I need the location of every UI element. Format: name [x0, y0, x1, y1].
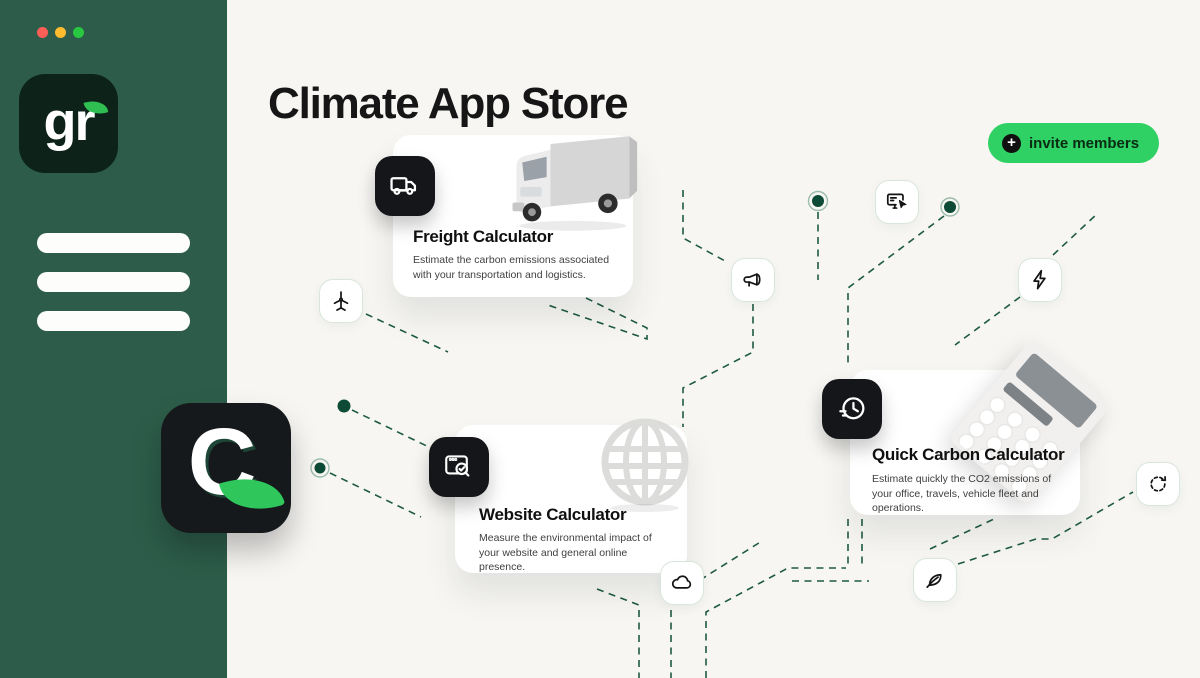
invite-members-button[interactable]: + invite members	[988, 123, 1160, 163]
node-dot-ringed	[314, 462, 326, 474]
maximize-window-button[interactable]	[73, 27, 84, 38]
window-traffic-lights	[37, 27, 84, 38]
sidebar-nav-placeholder[interactable]	[37, 311, 190, 331]
node-dot	[337, 399, 351, 413]
browser-check-icon	[429, 437, 489, 497]
close-window-button[interactable]	[37, 27, 48, 38]
sidebar-nav-placeholder[interactable]	[37, 272, 190, 292]
refresh-icon[interactable]	[1136, 462, 1180, 506]
leaf-icon[interactable]	[913, 558, 957, 602]
card-freight-calculator[interactable]: Freight Calculator Estimate the carbon e…	[375, 135, 638, 297]
node-dot-ringed	[944, 201, 956, 213]
invite-members-label: invite members	[1029, 134, 1140, 152]
gr-logo[interactable]: gr	[19, 74, 118, 173]
card-title: Quick Carbon Calculator	[872, 445, 1065, 464]
lightning-icon[interactable]	[1018, 258, 1062, 302]
quick-clock-icon	[822, 379, 882, 439]
card-description: Estimate quickly the CO2 emissions of yo…	[872, 473, 1052, 515]
globe-image	[601, 418, 689, 512]
wind-turbine-icon[interactable]	[319, 279, 363, 323]
delivery-truck-image	[512, 136, 638, 231]
node-dot-ringed	[812, 195, 824, 207]
card-title: Website Calculator	[479, 505, 627, 524]
sidebar-nav-placeholder[interactable]	[37, 233, 190, 253]
climate-brand-tile[interactable]: C	[161, 403, 291, 533]
card-description: Estimate the carbon emissions associated…	[413, 254, 610, 281]
monitor-click-icon[interactable]	[875, 180, 919, 224]
card-description: Measure the environmental impact of your…	[479, 532, 652, 574]
megaphone-icon[interactable]	[731, 258, 775, 302]
plus-icon: +	[1002, 133, 1021, 153]
card-website-calculator[interactable]: Website Calculator Measure the environme…	[429, 418, 689, 574]
card-quick-carbon-calculator[interactable]: Quick Carbon Calculator Estimate quickly…	[822, 338, 1113, 515]
cloud-icon[interactable]	[660, 561, 704, 605]
card-title: Freight Calculator	[413, 227, 554, 246]
minimize-window-button[interactable]	[55, 27, 66, 38]
truck-icon	[375, 156, 435, 216]
page-title: Climate App Store	[268, 79, 629, 129]
sidebar: gr	[0, 0, 227, 678]
